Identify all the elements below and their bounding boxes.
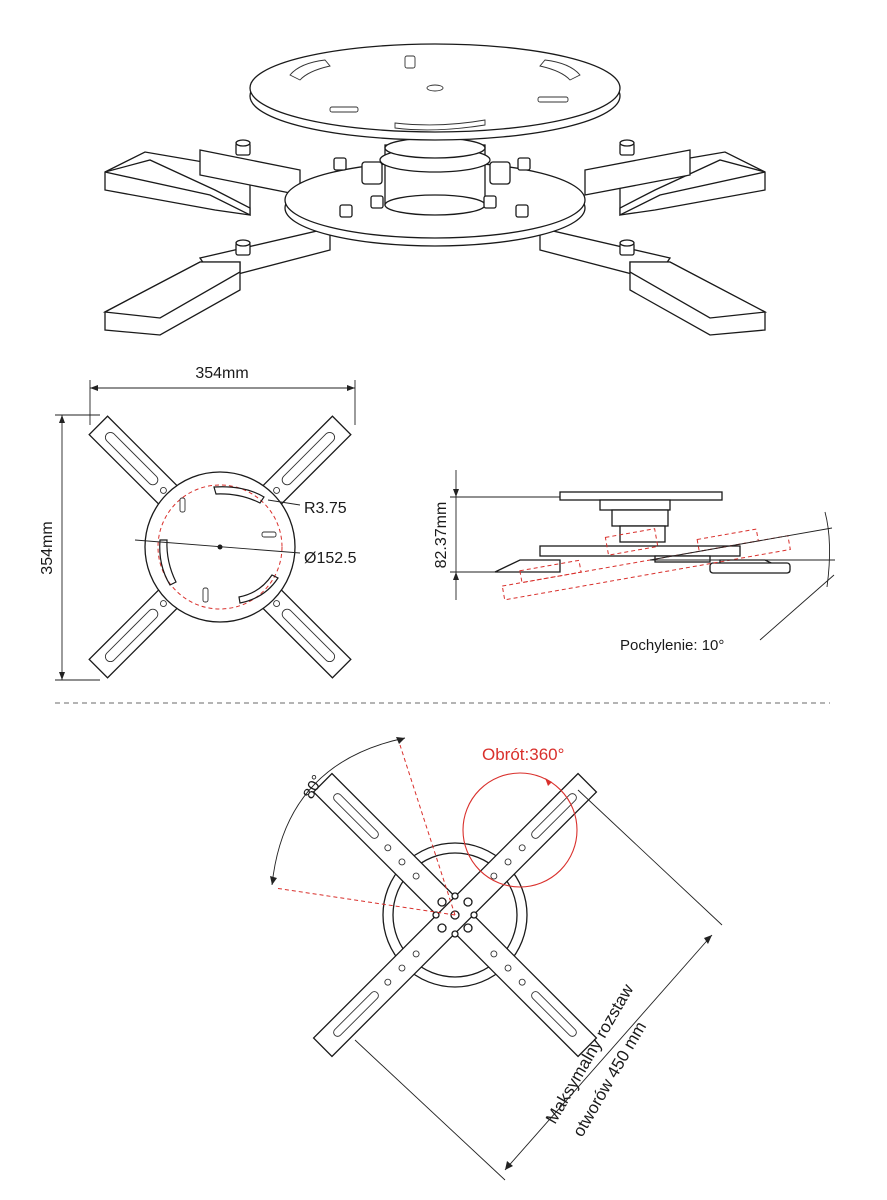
iso-arm-back-right xyxy=(584,139,766,217)
iso-arm-front-left xyxy=(102,227,331,336)
angle-80-indicator xyxy=(270,737,456,916)
top-center-disc xyxy=(134,471,301,623)
isometric-view xyxy=(102,43,768,336)
iso-arm-back-left xyxy=(104,139,301,217)
top-view: 354mm 354mm xyxy=(39,365,357,681)
radius-label: R3.75 xyxy=(304,500,347,517)
rotation-label: Obrót:360° xyxy=(482,745,564,764)
tilt-angle xyxy=(649,511,835,641)
side-height-dimension: 82.37mm xyxy=(433,470,560,600)
max-spacing-dimension xyxy=(354,789,723,1181)
side-ceiling-plate xyxy=(559,491,723,501)
height-dimension: 354mm xyxy=(39,414,100,681)
iso-ceiling-plate xyxy=(249,43,621,141)
height-left-label: 354mm xyxy=(39,521,56,574)
side-base xyxy=(494,545,791,574)
iso-arm-front-right xyxy=(539,227,768,336)
diameter-label: Ø152.5 xyxy=(304,550,357,567)
side-view: 82.37mm P xyxy=(433,470,835,654)
width-label: 354mm xyxy=(195,365,248,382)
tilt-label: Pochylenie: 10° xyxy=(620,637,724,654)
iso-bolts xyxy=(333,157,531,218)
bottom-view: 80° Obrót:360° Maksymalny rozstaw otworó… xyxy=(270,737,723,1181)
side-column xyxy=(599,499,671,543)
iso-column xyxy=(361,137,511,216)
height-side-label: 82.37mm xyxy=(433,502,450,569)
rotation-indicator xyxy=(462,772,578,888)
width-dimension: 354mm xyxy=(89,365,356,425)
